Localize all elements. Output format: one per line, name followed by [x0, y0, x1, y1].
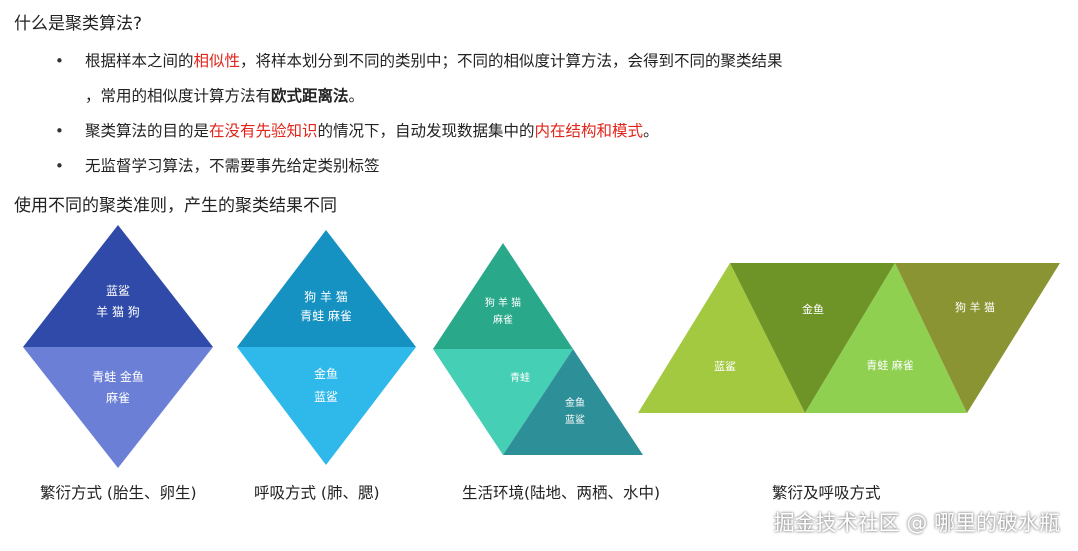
- diagram-2-bottom-label-2: 蓝鲨: [314, 390, 338, 404]
- diagram-habitat: 狗 羊 猫 麻雀 青蛙 金鱼 蓝鲨: [433, 243, 643, 455]
- diagram-3-middle-label: 青蛙: [510, 371, 530, 384]
- bullet-2-pre: 聚类算法的目的是: [85, 122, 210, 140]
- diagram-4-triangle-a: [638, 263, 805, 413]
- diagram-3-bottom-label-2: 蓝鲨: [565, 414, 585, 426]
- caption-reproduction: 繁衍方式 (胎生、卵生): [40, 484, 197, 502]
- diagram-3-top-label-1: 狗 羊 猫: [485, 296, 521, 309]
- diagram-1-bottom-label-2: 麻雀: [106, 390, 130, 405]
- bullet-1-highlight: 相似性: [193, 52, 241, 70]
- diagram-4-label-d: 狗 羊 猫: [955, 300, 995, 314]
- bullet-1-text-pre: 根据样本之间的: [85, 52, 194, 70]
- diagram-reproduction: 蓝鲨 羊 猫 狗 青蛙 金鱼 麻雀: [23, 225, 213, 468]
- diagram-3-middle-triangle: [433, 349, 573, 455]
- caption-habitat: 生活环境(陆地、两栖、水中): [462, 484, 661, 502]
- diagram-3-top-triangle: [433, 243, 573, 349]
- diagram-4-label-c: 青蛙 麻雀: [866, 358, 914, 372]
- diagram-2-top-triangle: [237, 230, 416, 347]
- clustering-diagrams: 蓝鲨 羊 猫 狗 青蛙 金鱼 麻雀 狗 羊 猫 青蛙 麻雀 金鱼 蓝鲨 狗 羊 …: [23, 225, 1060, 468]
- diagram-2-bottom-triangle: [237, 347, 416, 465]
- diagram-2-bottom-label-1: 金鱼: [314, 366, 338, 381]
- bullet-1-bold: 欧式距离法: [271, 87, 349, 105]
- caption-reproduction-respiration: 繁衍及呼吸方式: [772, 484, 881, 502]
- diagram-1-bottom-label-1: 青蛙 金鱼: [92, 369, 144, 384]
- bullet-list: 根据样本之间的相似性，将样本划分到不同的类别中；不同的相似度计算方法，会得到不同…: [55, 44, 783, 184]
- diagram-4-triangle-b: [730, 263, 895, 413]
- diagram-4-label-b: 金鱼: [802, 302, 824, 316]
- caption-respiration: 呼吸方式 (肺、腮): [254, 484, 380, 502]
- bullet-2-highlight-1: 在没有先验知识: [209, 122, 318, 140]
- diagram-1-bottom-triangle: [23, 347, 213, 468]
- diagram-reproduction-and-respiration: 蓝鲨 金鱼 青蛙 麻雀 狗 羊 猫: [638, 263, 1060, 413]
- heading-what-is-clustering: 什么是聚类算法?: [14, 14, 143, 34]
- bullet-1-cont-pre: ，常用的相似度计算方法有: [85, 87, 272, 105]
- diagram-1-top-triangle: [23, 225, 213, 347]
- bullet-1-continuation: ，常用的相似度计算方法有欧式距离法。: [85, 79, 783, 114]
- diagram-1-top-label-1: 蓝鲨: [106, 284, 130, 298]
- diagram-3-top-label-2: 麻雀: [493, 313, 513, 326]
- bullet-2-post: 。: [643, 122, 659, 140]
- bullet-purpose: 聚类算法的目的是在没有先验知识的情况下，自动发现数据集中的内在结构和模式。: [55, 114, 783, 149]
- bullet-2-highlight-2: 内在结构和模式: [534, 122, 644, 140]
- bullet-unsupervised: 无监督学习算法，不需要事先给定类别标签: [55, 149, 783, 184]
- bullet-2-mid: 的情况下，自动发现数据集中的: [317, 122, 535, 140]
- heading-different-criteria: 使用不同的聚类准则，产生的聚类结果不同: [14, 196, 337, 216]
- diagram-2-top-label-1: 狗 羊 猫: [304, 289, 348, 304]
- diagram-4-label-a: 蓝鲨: [714, 360, 736, 373]
- bullet-3-text: 无监督学习算法，不需要事先给定类别标签: [85, 157, 380, 175]
- bullet-1-cont-post: 。: [348, 87, 365, 105]
- diagram-4-triangle-c: [805, 263, 967, 413]
- diagram-4-triangle-d: [895, 263, 1060, 413]
- watermark: 掘金技术社区 @ 哪里的破水瓶: [773, 511, 1060, 535]
- diagram-3-bottom-label-1: 金鱼: [565, 396, 585, 409]
- diagram-2-top-label-2: 青蛙 麻雀: [300, 308, 352, 323]
- bullet-1-text-post: ，将样本划分到不同的类别中；不同的相似度计算方法，会得到不同的聚类结果: [240, 52, 783, 70]
- bullet-similarity: 根据样本之间的相似性，将样本划分到不同的类别中；不同的相似度计算方法，会得到不同…: [55, 44, 783, 114]
- diagram-3-bottom-triangle: [503, 349, 643, 455]
- diagram-1-top-label-2: 羊 猫 狗: [96, 304, 140, 319]
- diagram-respiration: 狗 羊 猫 青蛙 麻雀 金鱼 蓝鲨: [237, 230, 416, 465]
